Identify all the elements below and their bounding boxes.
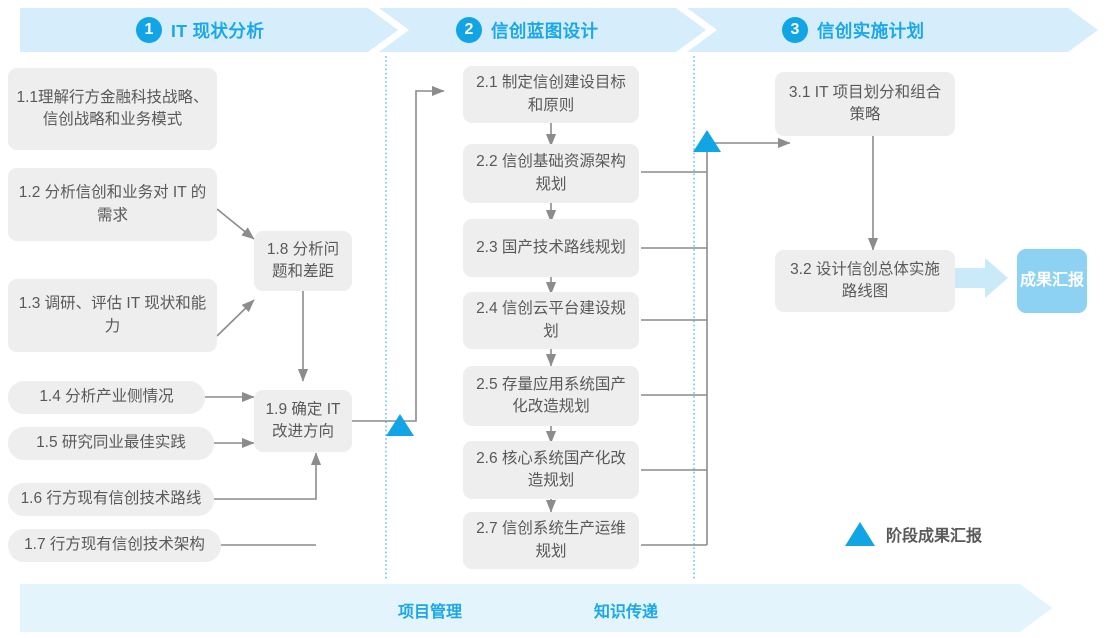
milestone-triangle-stage1 (386, 414, 414, 436)
node-1-9[interactable]: 1.9 确定 IT 改进方向 (254, 390, 352, 452)
node-1-3[interactable]: 1.3 调研、评估 IT 现状和能力 (8, 279, 217, 352)
stage-header-2: 2 信创蓝图设计 (456, 17, 598, 43)
node-1-6[interactable]: 1.6 行方现有信创技术路线 (8, 483, 214, 516)
node-2-2[interactable]: 2.2 信创基础资源架构规划 (463, 144, 639, 203)
node-2-4[interactable]: 2.4 信创云平台建设规划 (463, 292, 639, 349)
stage-title-3: 信创实施计划 (817, 20, 925, 41)
stage-band-bottom (20, 584, 1052, 632)
stage-header-3: 3 信创实施计划 (782, 17, 924, 43)
node-2-6[interactable]: 2.6 核心系统国产化改造规划 (463, 441, 639, 499)
node-2-5[interactable]: 2.5 存量应用系统国产化改造规划 (463, 366, 639, 426)
node-1-5[interactable]: 1.5 研究同业最佳实践 (8, 427, 214, 460)
node-1-2[interactable]: 1.2 分析信创和业务对 IT 的需求 (8, 168, 217, 241)
node-1-1[interactable]: 1.1理解行方金融科技战略、信创战略和业务模式 (8, 68, 217, 150)
footer-item-knowledge-transfer: 知识传递 (594, 604, 659, 621)
milestone-triangle-icon (845, 522, 875, 546)
milestone-triangle-stage2 (693, 130, 721, 152)
legend-label: 阶段成果汇报 (886, 528, 983, 545)
node-3-1[interactable]: 3.1 IT 项目划分和组合策略 (775, 72, 955, 136)
node-2-7[interactable]: 2.7 信创系统生产运维规划 (463, 512, 639, 569)
stage-title-2: 信创蓝图设计 (491, 20, 599, 41)
stage-number-2: 2 (456, 17, 482, 43)
node-1-7[interactable]: 1.7 行方现有信创技术架构 (8, 529, 221, 562)
footer-item-project-management: 项目管理 (398, 604, 463, 621)
result-block-arrow (955, 258, 1008, 298)
stage-header-1: 1 IT 现状分析 (136, 17, 264, 43)
legend: 阶段成果汇报 (845, 522, 982, 546)
connectors-stage1 (205, 85, 445, 546)
node-2-3[interactable]: 2.3 国产技术路线规划 (463, 219, 639, 277)
stage-number-1: 1 (136, 17, 162, 43)
result-badge[interactable]: 成果汇报 (1017, 249, 1087, 313)
node-1-8[interactable]: 1.8 分析问题和差距 (254, 231, 352, 291)
node-3-2[interactable]: 3.2 设计信创总体实施路线图 (775, 250, 955, 312)
node-2-1[interactable]: 2.1 制定信创建设目标和原则 (463, 66, 639, 123)
stage-number-3: 3 (782, 17, 808, 43)
stage-title-1: IT 现状分析 (171, 20, 265, 41)
node-1-4[interactable]: 1.4 分析产业侧情况 (8, 381, 205, 414)
